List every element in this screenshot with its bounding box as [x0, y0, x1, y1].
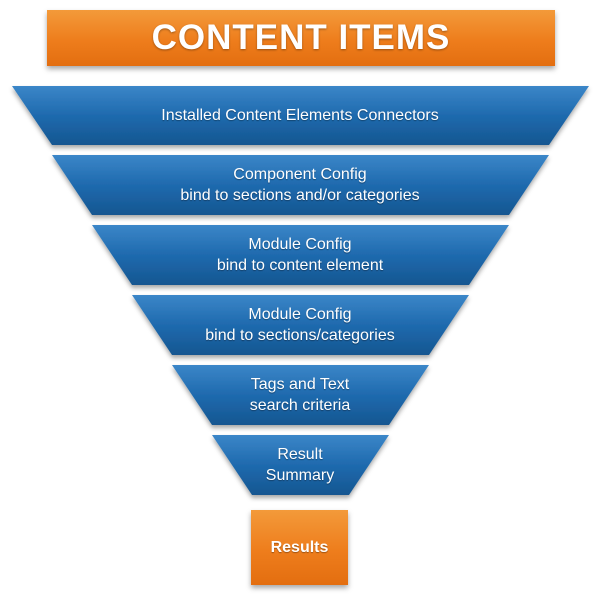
funnel-level-5-label: Tags and Text search criteria — [0, 365, 600, 425]
results-label: Results — [270, 538, 329, 556]
diagram-title: CONTENT ITEMS — [151, 18, 451, 57]
level-line-2: Summary — [265, 467, 335, 484]
funnel-level-6 — [212, 435, 389, 495]
title-banner: CONTENT ITEMS — [47, 10, 555, 66]
funnel-level-3-label: Module Config bind to content element — [0, 225, 600, 285]
level-line-1: Module Config — [248, 306, 352, 323]
level-line-1: Installed Content Elements Connectors — [161, 107, 439, 124]
funnel-level-4 — [132, 295, 469, 355]
funnel-level-4-label: Module Config bind to sections/categorie… — [0, 295, 600, 355]
funnel-level-5 — [172, 365, 429, 425]
funnel-level-3 — [92, 225, 509, 285]
level-line-1: Component Config — [233, 166, 367, 183]
level-line-2: search criteria — [249, 397, 351, 414]
level-line-1: Tags and Text — [250, 376, 350, 393]
funnel-level-2-label: Component Config bind to sections and/or… — [0, 155, 600, 215]
results-box: Results — [251, 510, 348, 585]
level-line-2: bind to sections and/or categories — [180, 187, 420, 204]
level-line-2: bind to sections/categories — [205, 327, 395, 344]
funnel-level-2 — [52, 155, 549, 215]
funnel-level-1 — [12, 86, 589, 145]
level-line-1: Module Config — [248, 236, 352, 253]
funnel-level-6-label: Result Summary — [0, 435, 600, 495]
funnel-level-1-label: Installed Content Elements Connectors — [0, 86, 600, 145]
level-line-1: Result — [277, 446, 323, 463]
level-line-2: bind to content element — [216, 257, 384, 274]
